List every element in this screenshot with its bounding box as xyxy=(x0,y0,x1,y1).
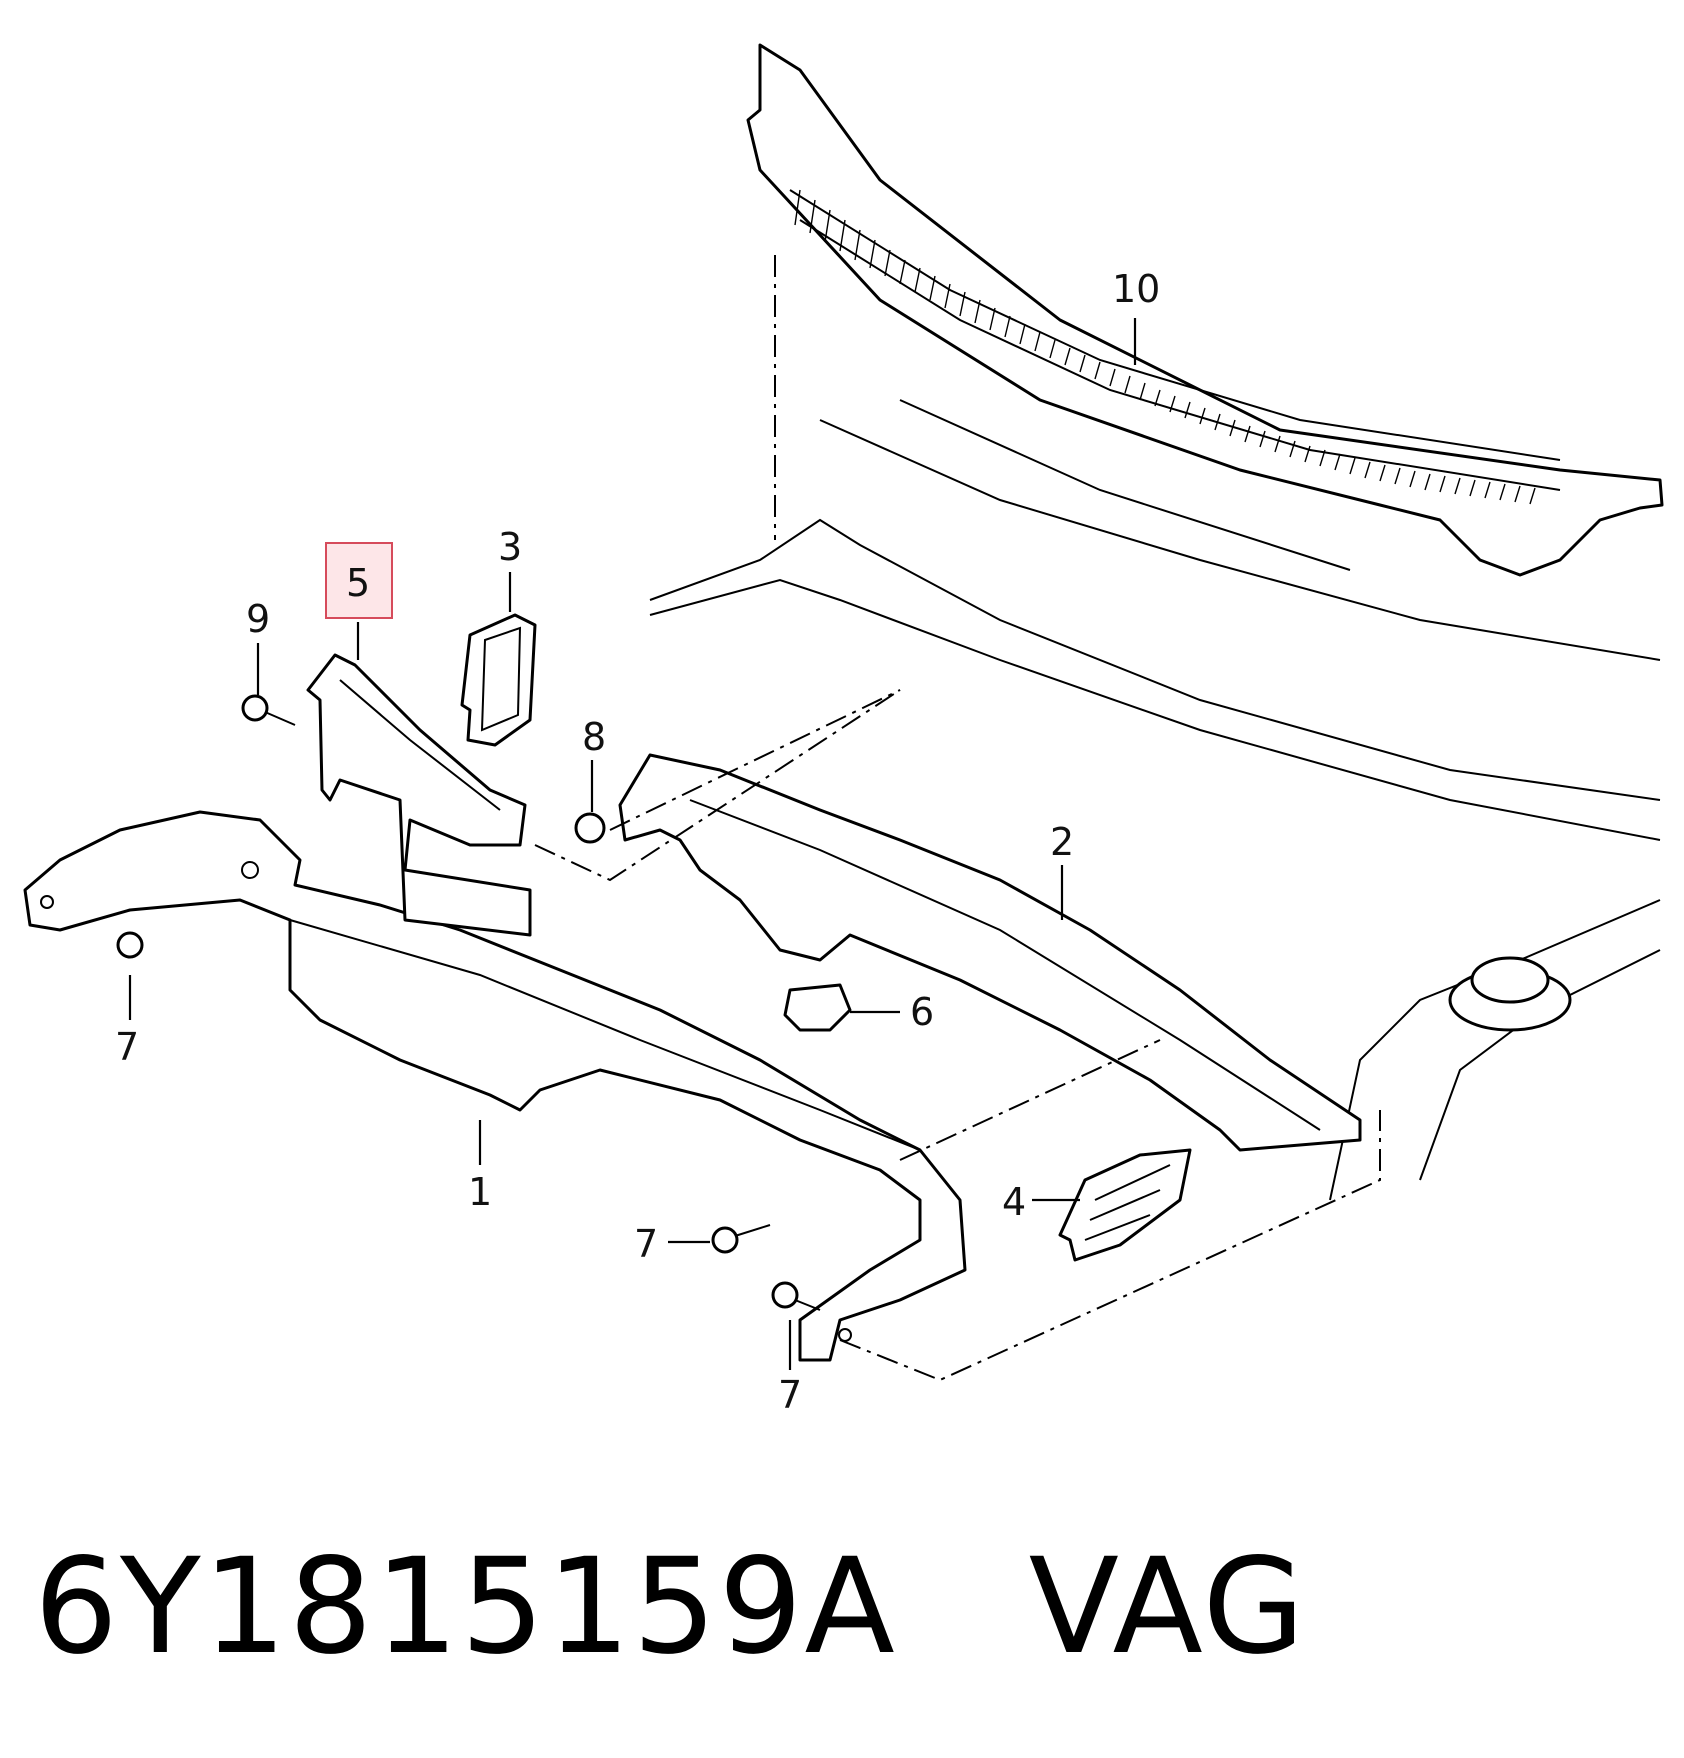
leader-lines xyxy=(128,318,1137,1370)
callout-10: 10 xyxy=(1112,267,1160,311)
lower-cover-part-1 xyxy=(23,810,967,1362)
brand-name: VAG xyxy=(1028,1530,1307,1684)
callout-7-bottom: 7 xyxy=(778,1373,802,1417)
drain-channel-part-5 xyxy=(306,653,532,937)
callout-4: 4 xyxy=(1002,1180,1026,1224)
callout-5-highlight xyxy=(325,542,393,619)
callout-3: 3 xyxy=(498,525,522,569)
clip-part-6 xyxy=(783,983,852,1032)
nut-part-8 xyxy=(574,812,606,844)
body-structure xyxy=(649,399,1661,1201)
bracket-part-4 xyxy=(1058,1148,1192,1262)
callout-1: 1 xyxy=(468,1170,492,1214)
callout-9: 9 xyxy=(246,597,270,641)
part-number-caption: 6Y1815159A VAG xyxy=(34,1530,1307,1684)
part-number: 6Y1815159A xyxy=(34,1530,897,1684)
callout-7-left: 7 xyxy=(115,1025,139,1069)
screw-part-9 xyxy=(241,694,296,726)
callout-5: 5 xyxy=(346,561,370,605)
cowl-panel-part-10 xyxy=(746,43,1664,577)
plenum-panel-part-2 xyxy=(618,753,1362,1152)
screws-part-7 xyxy=(116,931,821,1311)
bracket-part-3 xyxy=(460,613,537,747)
callout-labels: 10 3 5 9 8 2 6 7 1 4 7 7 xyxy=(115,267,1160,1417)
callout-6: 6 xyxy=(910,990,934,1034)
callout-2: 2 xyxy=(1050,820,1074,864)
parts-exploded-diagram: 10 3 5 9 8 2 6 7 1 4 7 7 xyxy=(23,43,1664,1417)
callout-7-middle: 7 xyxy=(634,1222,658,1266)
assembly-lines xyxy=(534,255,1381,1382)
callout-8: 8 xyxy=(582,715,606,759)
